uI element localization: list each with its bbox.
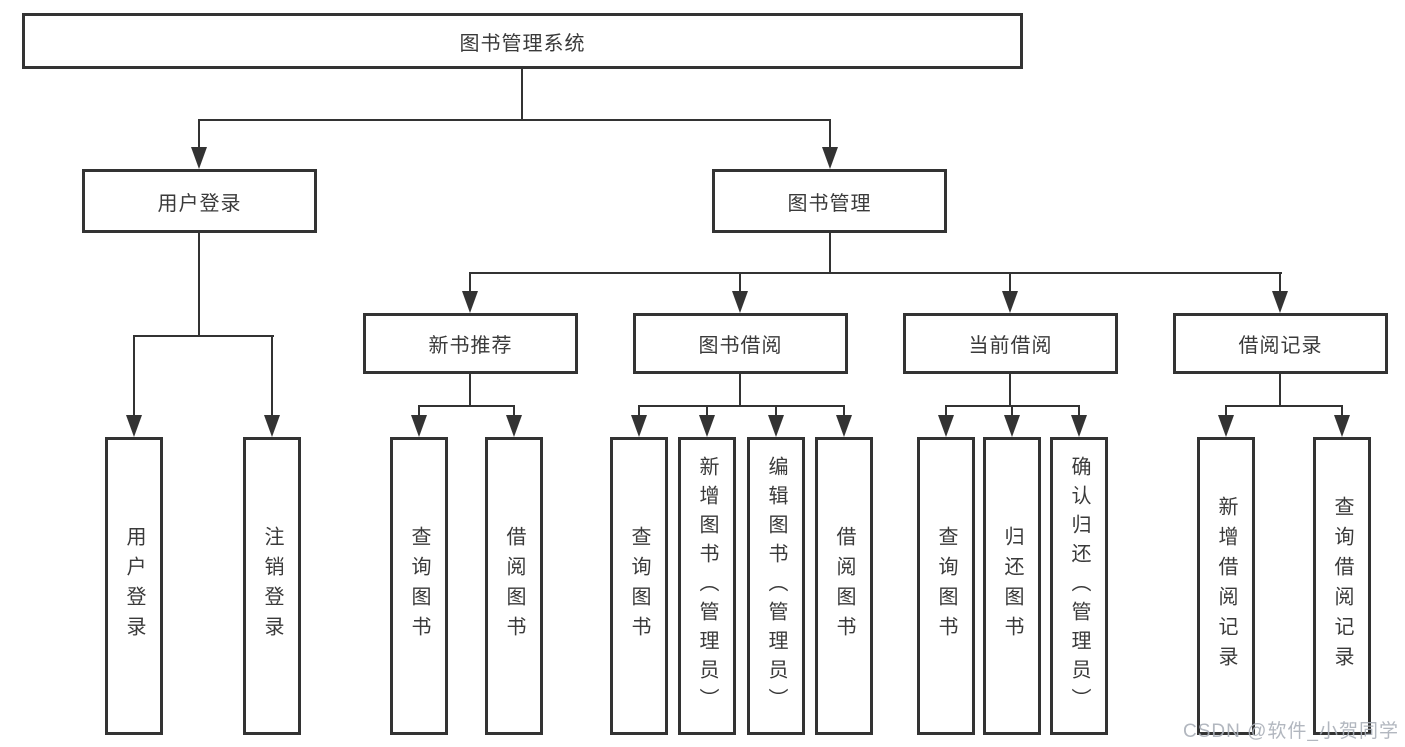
- connector-line: [521, 69, 523, 121]
- connector-line: [1341, 405, 1343, 417]
- connector-line: [513, 405, 515, 417]
- arrow-down-icon: [836, 415, 852, 437]
- arrow-down-icon: [264, 415, 280, 437]
- connector-line: [706, 405, 708, 417]
- leaf-br-add-record: 新增借阅记录: [1197, 437, 1255, 735]
- arrow-down-icon: [411, 415, 427, 437]
- leaf-br-query-record: 查询借阅记录: [1313, 437, 1371, 735]
- connector-line: [133, 335, 135, 417]
- connector-line: [945, 405, 947, 417]
- connector-line: [739, 272, 741, 293]
- connector-line: [198, 233, 200, 337]
- connector-line: [639, 405, 845, 407]
- arrow-down-icon: [631, 415, 647, 437]
- leaf-bb-query-books: 查询图书: [610, 437, 668, 735]
- leaf-user-login: 用户登录: [105, 437, 163, 735]
- arrow-down-icon: [699, 415, 715, 437]
- connector-line: [638, 405, 640, 417]
- connector-line: [1078, 405, 1080, 417]
- node-root: 图书管理系统: [22, 13, 1023, 69]
- arrow-down-icon: [938, 415, 954, 437]
- arrow-down-icon: [1004, 415, 1020, 437]
- connector-line: [469, 374, 471, 407]
- connector-line: [1279, 272, 1281, 293]
- leaf-nbr-borrow-books: 借阅图书: [485, 437, 543, 735]
- connector-line: [1279, 374, 1281, 407]
- arrow-down-icon: [732, 291, 748, 313]
- node-book-borrow: 图书借阅: [633, 313, 848, 374]
- arrow-down-icon: [126, 415, 142, 437]
- arrow-down-icon: [822, 147, 838, 169]
- leaf-bb-borrow-books: 借阅图书: [815, 437, 873, 735]
- connector-line: [133, 335, 274, 337]
- connector-line: [1011, 405, 1013, 417]
- leaf-nbr-query-books: 查询图书: [390, 437, 448, 735]
- connector-line: [418, 405, 420, 417]
- leaf-cb-return-books: 归还图书: [983, 437, 1041, 735]
- connector-line: [199, 119, 831, 121]
- connector-line: [946, 405, 1080, 407]
- connector-line: [469, 272, 471, 293]
- connector-line: [775, 405, 777, 417]
- leaf-cb-query-books: 查询图书: [917, 437, 975, 735]
- node-user-login: 用户登录: [82, 169, 317, 233]
- connector-line: [829, 119, 831, 149]
- connector-line: [1009, 374, 1011, 407]
- connector-line: [470, 272, 1282, 274]
- arrow-down-icon: [1002, 291, 1018, 313]
- node-new-book-recommend: 新书推荐: [363, 313, 578, 374]
- arrow-down-icon: [1334, 415, 1350, 437]
- leaf-bb-add-books-admin: 新增图书（管理员）: [678, 437, 736, 735]
- arrow-down-icon: [1071, 415, 1087, 437]
- leaf-cb-confirm-return-admin: 确认归还（管理员）: [1050, 437, 1108, 735]
- arrow-down-icon: [462, 291, 478, 313]
- connector-line: [1226, 405, 1343, 407]
- arrow-down-icon: [506, 415, 522, 437]
- node-current-borrow: 当前借阅: [903, 313, 1118, 374]
- arrow-down-icon: [1218, 415, 1234, 437]
- connector-line: [829, 233, 831, 274]
- node-borrow-records: 借阅记录: [1173, 313, 1388, 374]
- connector-line: [419, 405, 515, 407]
- connector-line: [271, 335, 273, 417]
- connector-line: [1225, 405, 1227, 417]
- leaf-logout: 注销登录: [243, 437, 301, 735]
- arrow-down-icon: [768, 415, 784, 437]
- node-book-management: 图书管理: [712, 169, 947, 233]
- connector-line: [1009, 272, 1011, 293]
- connector-line: [843, 405, 845, 417]
- connector-line: [739, 374, 741, 407]
- leaf-bb-edit-books-admin: 编辑图书（管理员）: [747, 437, 805, 735]
- arrow-down-icon: [191, 147, 207, 169]
- csdn-watermark: CSDN @软件_小贺同学: [1183, 721, 1399, 742]
- arrow-down-icon: [1272, 291, 1288, 313]
- connector-line: [198, 119, 200, 149]
